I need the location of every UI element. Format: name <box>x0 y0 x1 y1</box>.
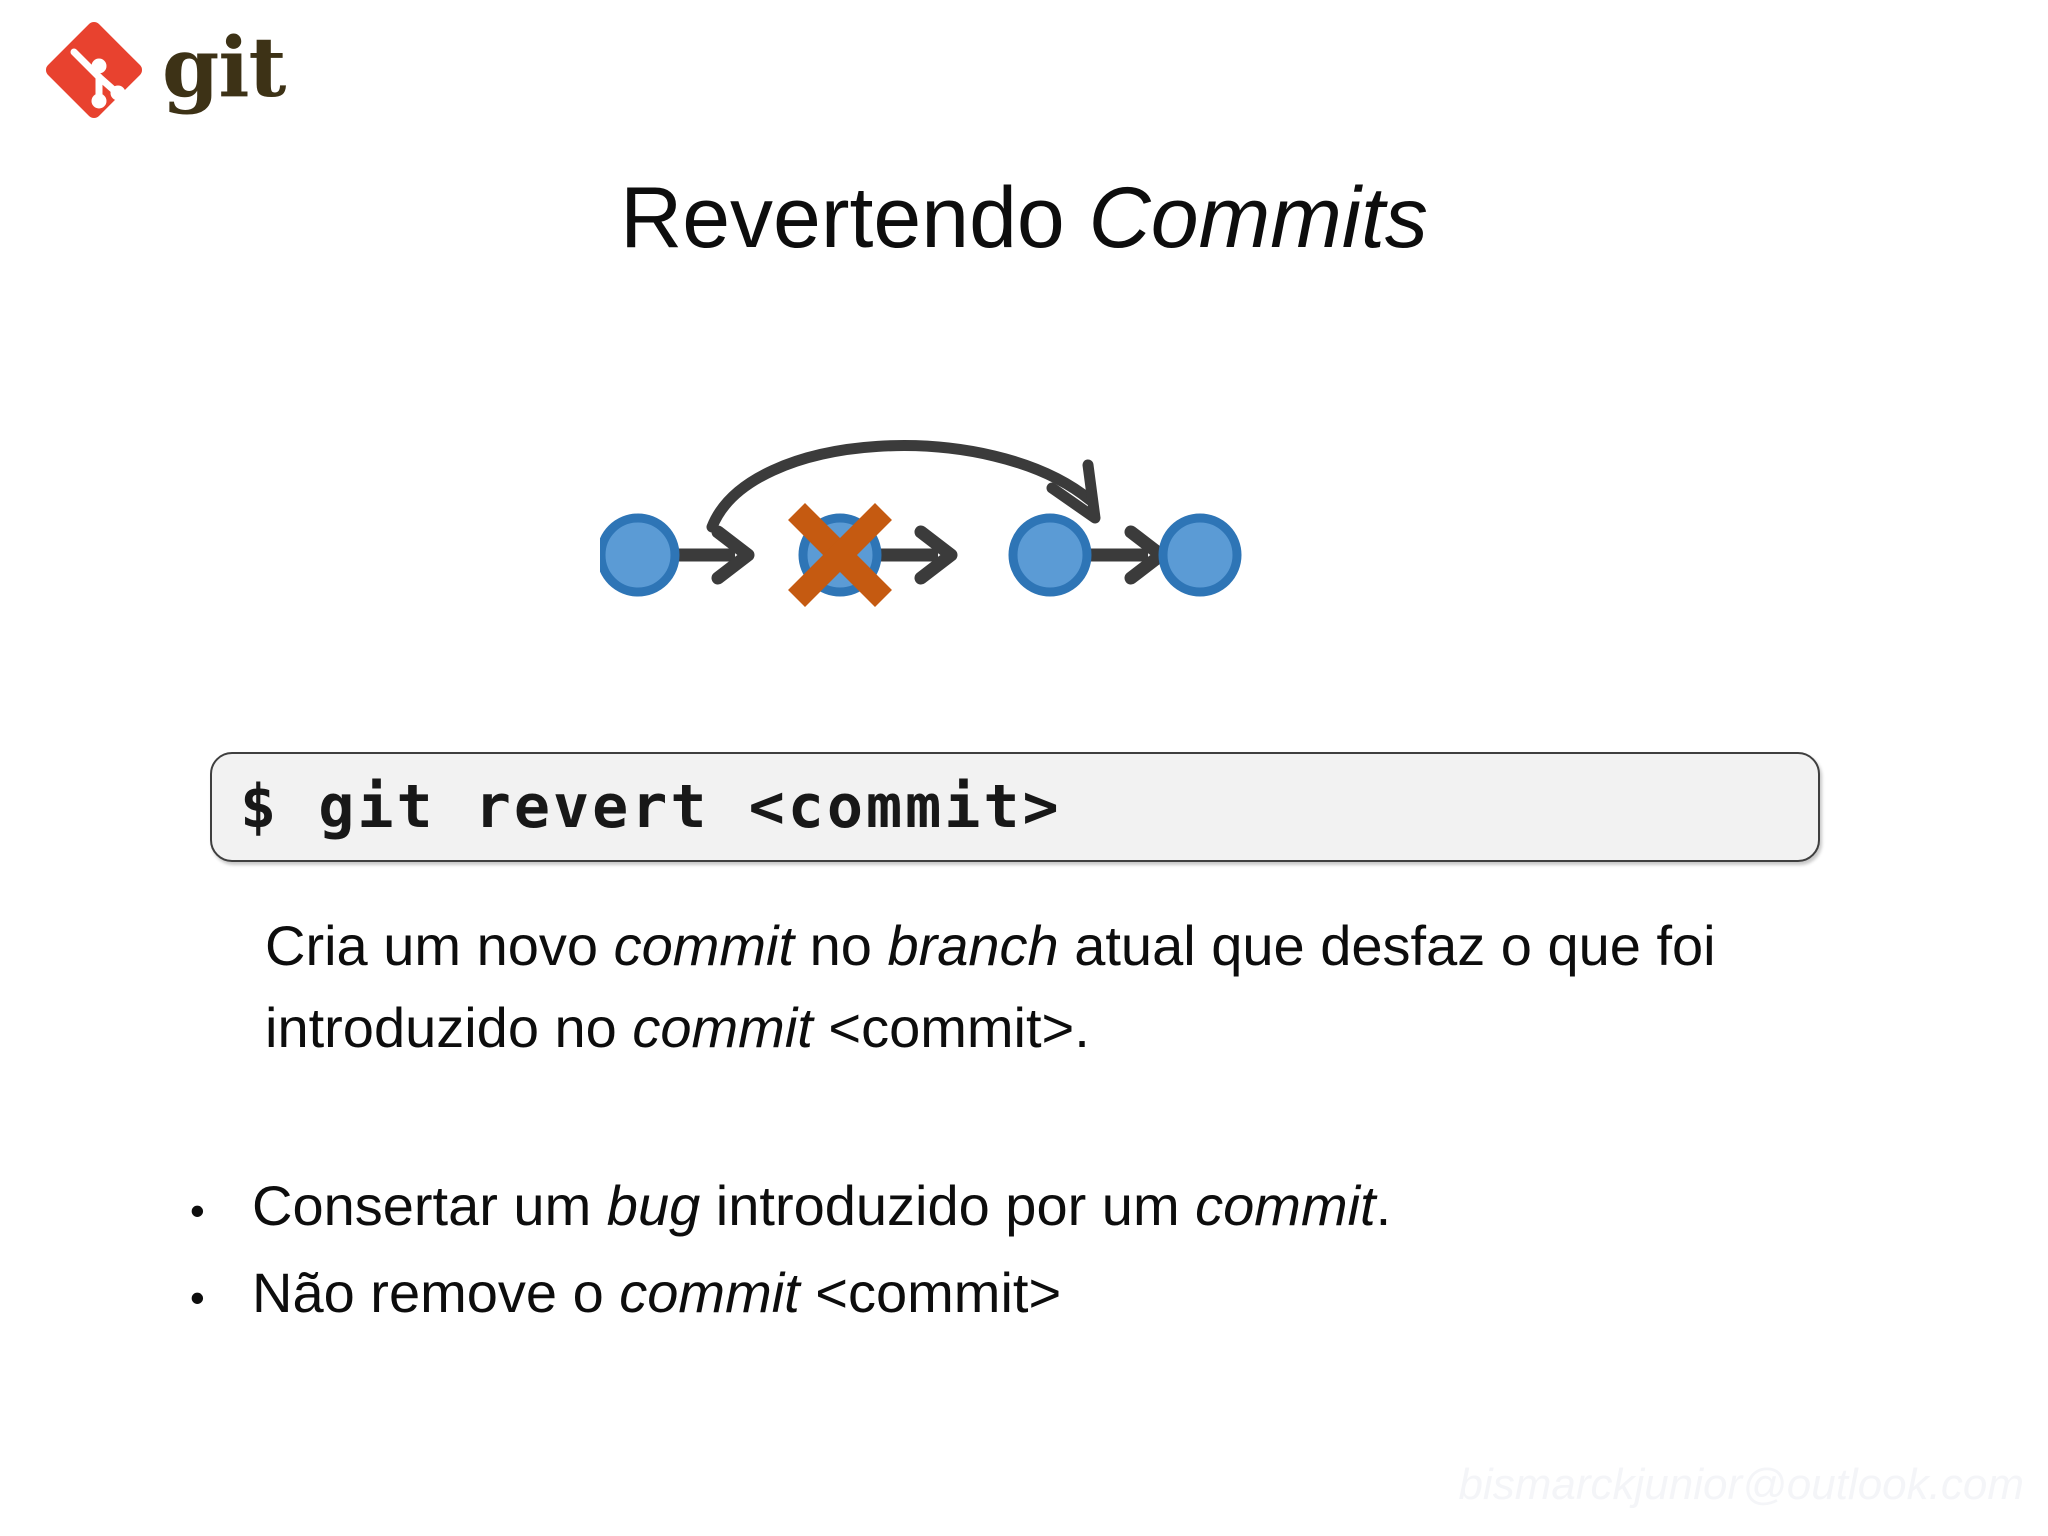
commit-arrow-2 <box>878 525 958 585</box>
commit-node-4 <box>1158 513 1242 597</box>
revert-cross-icon <box>788 503 892 607</box>
list-item: • Consertar um bug introduzido por um co… <box>180 1165 1930 1252</box>
commit-graph-diagram <box>600 380 1480 650</box>
paragraph-em-3: commit <box>632 996 813 1059</box>
git-logo: git <box>34 14 286 124</box>
command-text: $ git revert <commit> <box>240 772 1062 842</box>
bullet-1-em-2: commit <box>1195 1174 1376 1237</box>
revert-curved-arrow <box>706 440 1101 533</box>
commit-node-3 <box>1008 513 1092 597</box>
paragraph-part-3: atual que desfaz o que foi introduzido n… <box>265 914 1716 1059</box>
bullet-2-part-2: <commit> <box>799 1261 1062 1324</box>
bullet-1-part-2: introduzido por um <box>700 1174 1196 1237</box>
list-item: • Não remove o commit <commit> <box>180 1252 1930 1339</box>
paragraph-part-2: no <box>794 914 888 977</box>
bullet-marker-icon: • <box>190 1274 205 1321</box>
watermark-email: bismarckjunior@outlook.com <box>1458 1460 2024 1509</box>
git-logo-mark <box>45 21 143 119</box>
paragraph-em-1: commit <box>613 914 795 977</box>
commit-arrow-3 <box>1089 525 1168 585</box>
command-box: $ git revert <commit> <box>210 752 1820 862</box>
commit-arrow-1 <box>678 525 755 585</box>
paragraph-part-4: <commit>. <box>812 996 1090 1059</box>
page-title: Revertendo Commits <box>0 170 2048 266</box>
paragraph-em-2: branch <box>887 914 1059 977</box>
git-logo-text: git <box>162 20 286 116</box>
bullet-list: • Consertar um bug introduzido por um co… <box>180 1165 1930 1339</box>
bullet-marker-icon: • <box>190 1187 205 1234</box>
commit-node-1 <box>600 513 680 597</box>
description-paragraph: Cria um novo commit no branch atual que … <box>265 905 1905 1069</box>
bullet-1-part-1: Consertar um <box>252 1174 607 1237</box>
title-plain: Revertendo <box>620 170 1089 266</box>
bullet-2-part-1: Não remove o <box>252 1261 620 1324</box>
paragraph-part-1: Cria um novo <box>265 914 614 977</box>
title-italic: Commits <box>1088 170 1428 266</box>
bullet-2-em-1: commit <box>619 1261 800 1324</box>
list-item-text: Consertar um bug introduzido por um comm… <box>252 1165 1930 1247</box>
bullet-1-part-3: . <box>1375 1174 1392 1237</box>
list-item-text: Não remove o commit <commit> <box>252 1252 1930 1334</box>
bullet-1-em-1: bug <box>606 1174 701 1237</box>
